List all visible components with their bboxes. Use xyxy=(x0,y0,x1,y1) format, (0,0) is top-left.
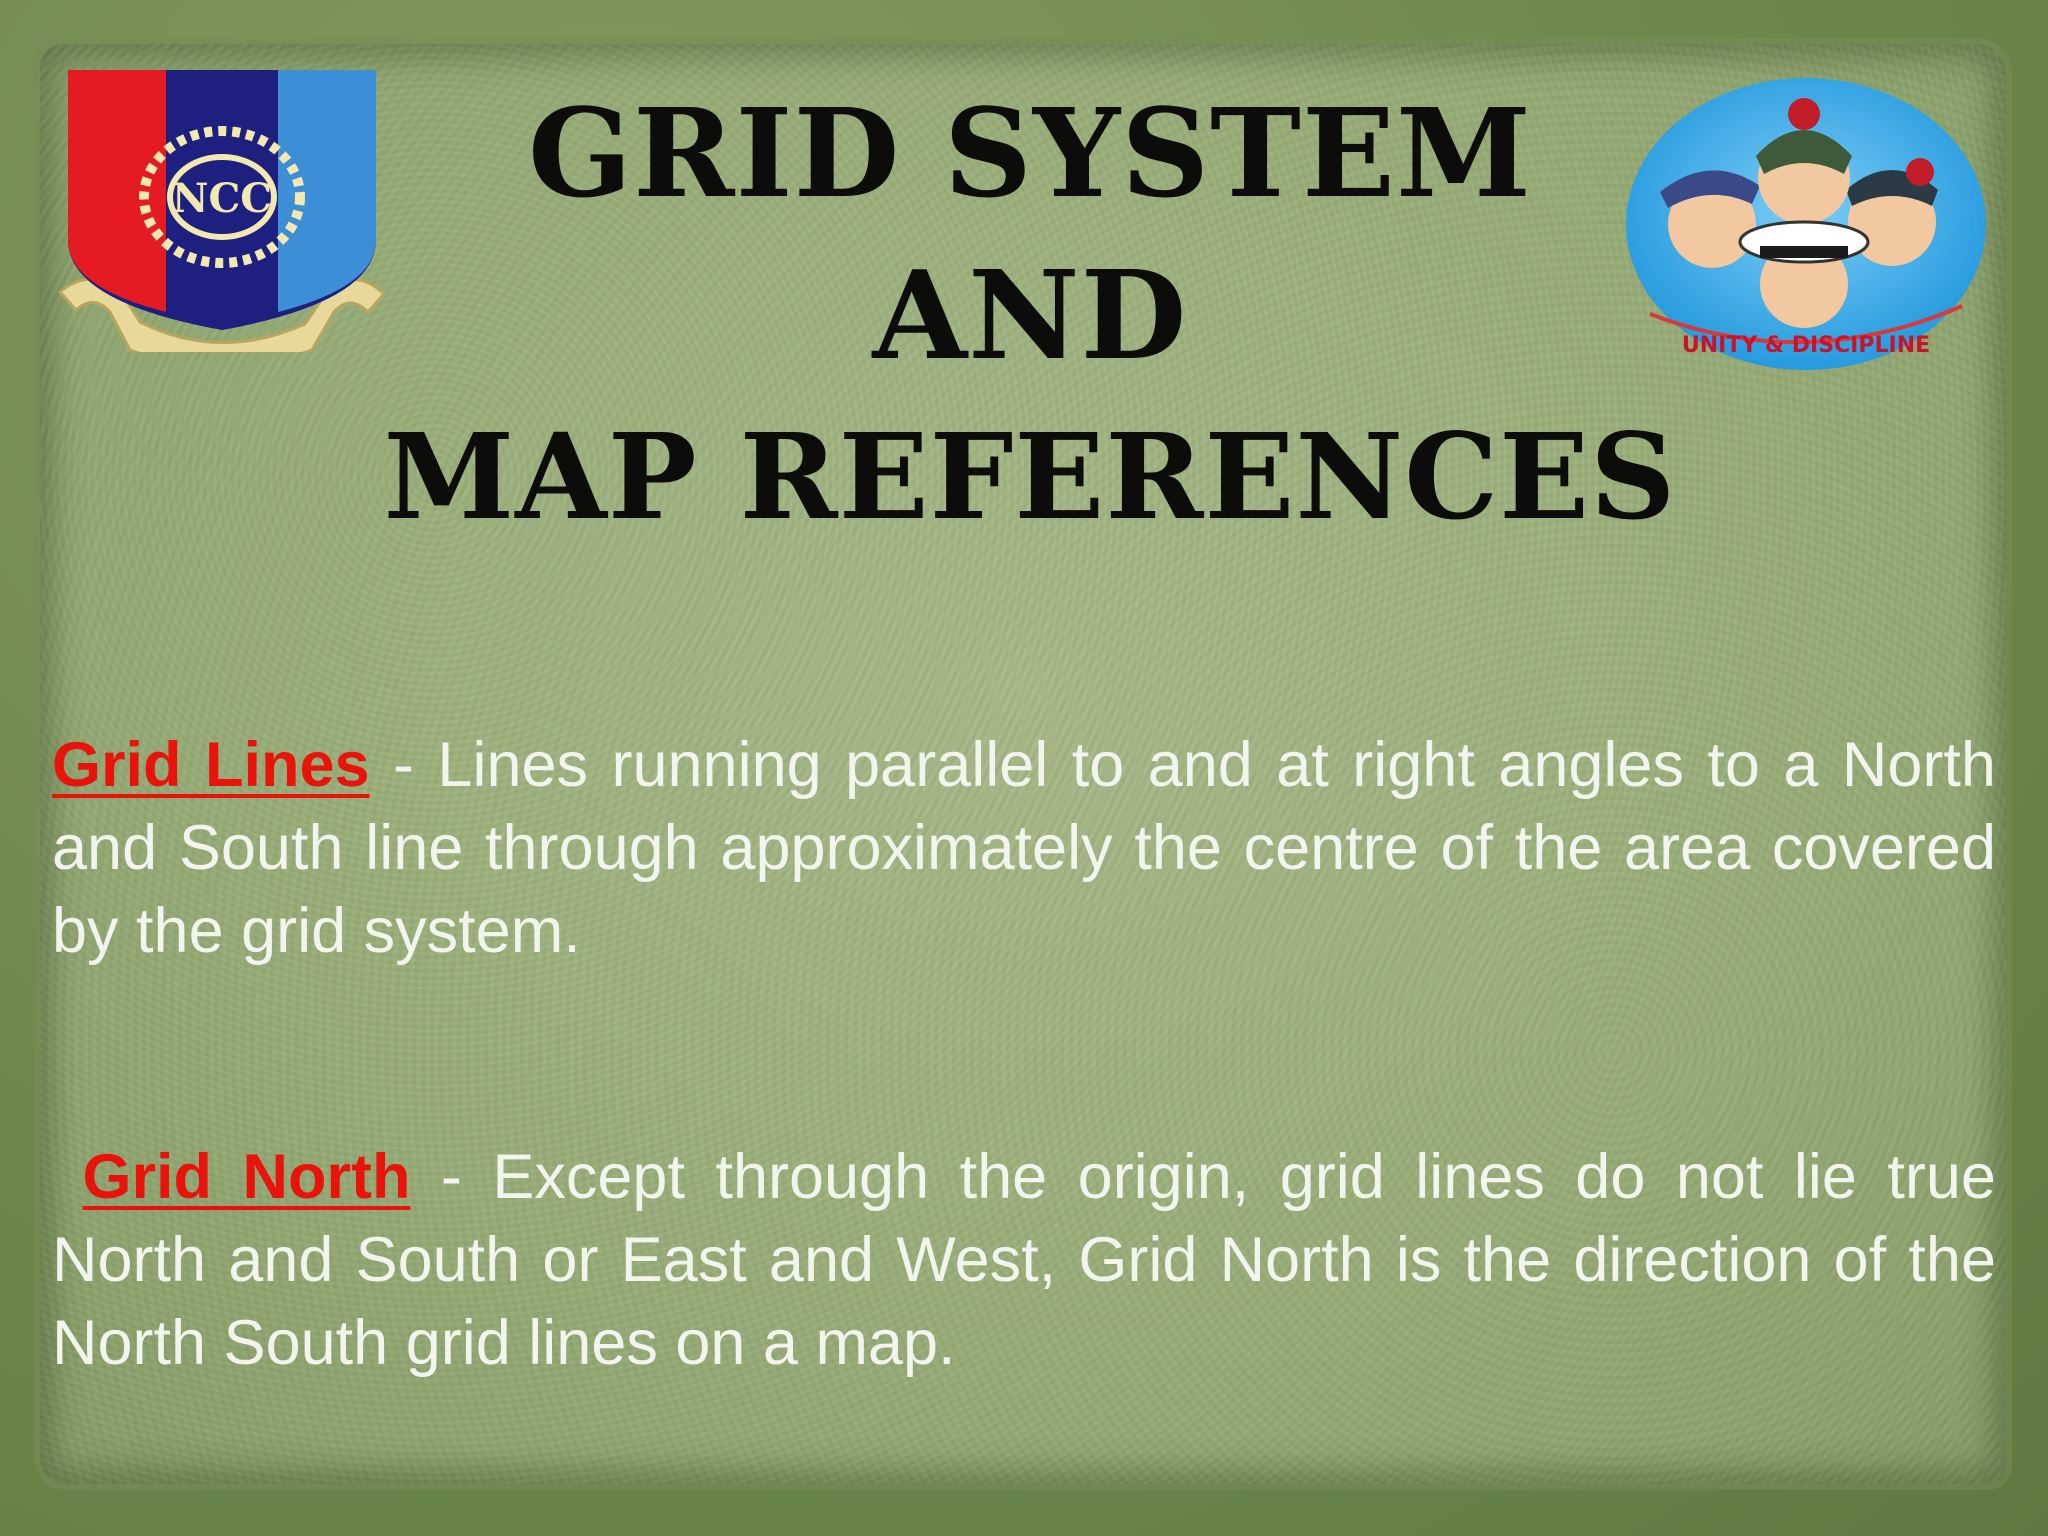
svg-text:UNITY & DISCIPLINE: UNITY & DISCIPLINE xyxy=(1682,333,1930,358)
ncc-crest-icon: NCC xyxy=(57,70,387,368)
title-line-2: AND xyxy=(872,243,1188,387)
cadets-emblem-logo: UNITY & DISCIPLINE xyxy=(1620,74,1992,374)
definition-text: Lines running parallel to and at right a… xyxy=(52,730,1996,966)
definition-text: Except through the origin, grid lines do… xyxy=(52,1142,1996,1378)
title-line-3: MAP REFERENCES xyxy=(383,407,1677,546)
cadets-emblem-icon: UNITY & DISCIPLINE xyxy=(1626,78,1986,370)
definition-grid-lines: Grid Lines - Lines running parallel to a… xyxy=(52,724,1996,973)
svg-text:NCC: NCC xyxy=(172,175,272,222)
term-grid-lines: Grid Lines xyxy=(52,730,370,800)
slide-title: GRID SYSTEM AND MAP REFERENCES xyxy=(300,72,1760,558)
definition-grid-north: Grid North - Except through the origin, … xyxy=(52,1136,1996,1385)
term-grid-north: Grid North xyxy=(82,1142,411,1212)
title-line-1: GRID SYSTEM xyxy=(527,81,1533,225)
separator: - xyxy=(410,1142,493,1212)
separator: - xyxy=(369,730,438,800)
ncc-crest-logo: NCC xyxy=(50,62,394,368)
